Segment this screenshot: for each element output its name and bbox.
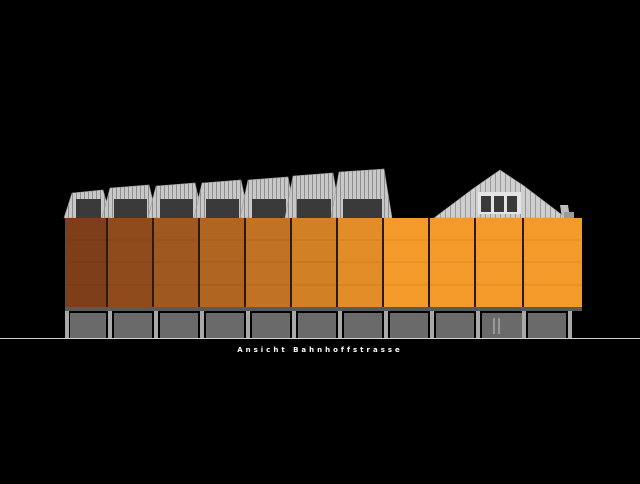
ground-column [108,311,112,338]
column-separator [428,218,430,307]
column-separator [290,218,292,307]
shop-window [298,313,336,338]
slab-edge [65,307,582,311]
facade-panel [200,218,244,307]
facade-panel [384,218,428,307]
ground-column [522,311,526,338]
column-separator [474,218,476,307]
ground-floor [65,307,582,338]
ground-column [154,311,158,338]
shop-window [206,313,244,338]
ground-column [568,311,572,338]
shop-window [390,313,428,338]
facade-panels [65,212,582,307]
ground-column [246,311,250,338]
shop-window [482,313,522,338]
ground-column [200,311,204,338]
gable-window [494,196,504,212]
ground-column [476,311,480,338]
dormer-window [252,199,286,218]
ground-column [384,311,388,338]
dormer-window [297,199,331,218]
facade-panel [154,218,198,307]
column-separator [198,218,200,307]
shop-window [160,313,198,338]
shop-window [252,313,290,338]
dormer-window [160,199,193,218]
shop-window [528,313,566,338]
column-separator [244,218,246,307]
ground-column [430,311,434,338]
dormer-window [114,199,147,218]
gable-window [481,196,491,212]
facade-panel [430,218,474,307]
facade-panel [246,218,290,307]
drawing-caption: Ansicht Bahnhoffstrasse [237,346,403,354]
dormer-window [76,199,101,218]
facade-panel [476,218,522,307]
column-separator [152,218,154,307]
column-separator [382,218,384,307]
ground-column [292,311,296,338]
dormer-window [343,199,382,218]
shop-window [70,313,106,338]
roof-dormers [63,168,393,219]
dormer-window [206,199,239,218]
ground-column [65,311,69,338]
facade-panel [65,218,106,307]
facade-panel [338,218,382,307]
facade-panel [108,218,152,307]
gable-house [433,169,570,219]
ground-column [338,311,342,338]
shop-window [436,313,474,338]
column-separator [522,218,524,307]
shop-window [114,313,152,338]
gable-window [507,196,517,212]
column-separator [106,218,108,307]
column-separator [336,218,338,307]
facade-panel [292,218,336,307]
balcony-rail [564,212,574,218]
facade-panel [524,218,582,307]
shop-window [344,313,382,338]
